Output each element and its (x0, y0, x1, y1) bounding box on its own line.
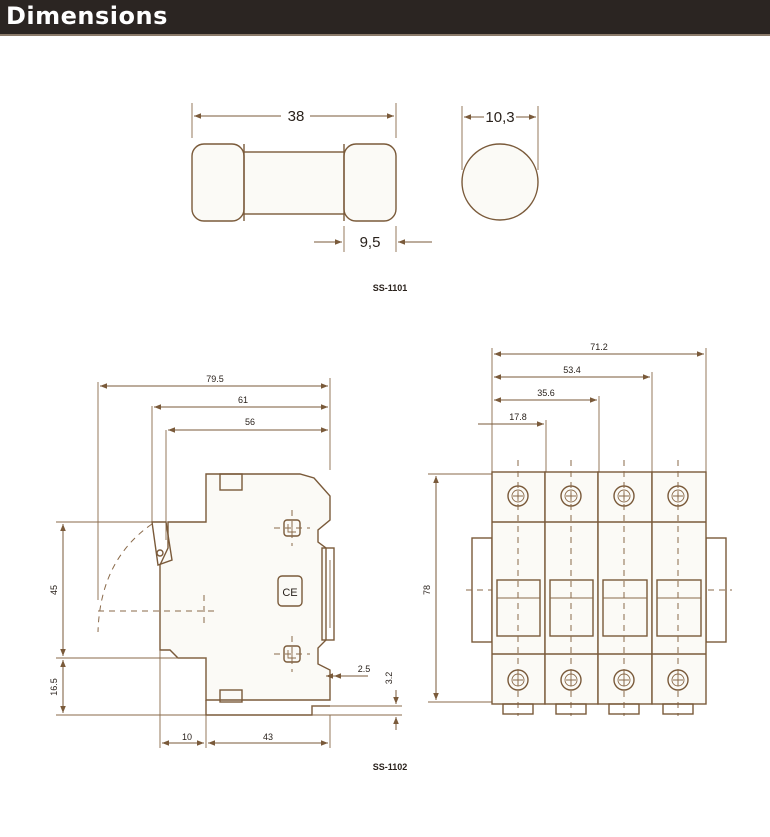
fuse-diameter-label: 10,3 (485, 109, 514, 126)
fuse-caption: SS-1101 (373, 283, 408, 293)
breaker-front-view: 71.2 53.4 35.6 17.8 78 (422, 342, 732, 716)
toggle-lever (151, 521, 173, 566)
breaker-side-body (159, 473, 331, 701)
side-depth-mid-label: 61 (238, 395, 248, 405)
fuse-end-view (461, 143, 539, 221)
page-title: Dimensions (6, 2, 168, 30)
lever-arc (97, 523, 153, 633)
fuse-body (239, 151, 349, 215)
breaker-side-view: 79.5 61 56 CE (49, 374, 407, 772)
svg-text:CE: CE (282, 587, 297, 599)
pole-1 (491, 460, 546, 716)
fuse-length-label: 38 (288, 108, 305, 125)
fuse-right-cap (343, 143, 397, 222)
side-rail-width-label: 43 (263, 732, 273, 742)
pole-3 (597, 460, 653, 716)
side-height-upper-label: 45 (49, 585, 59, 595)
front-width-1pole-label: 17.8 (509, 412, 527, 422)
front-width-4pole-label: 71.2 (590, 342, 608, 352)
breaker-caption: SS-1102 (373, 762, 408, 772)
side-rail-offset-label: 10 (182, 732, 192, 742)
pole-2 (544, 460, 599, 716)
side-depth-inner-label: 56 (245, 417, 255, 427)
pole-4 (651, 460, 707, 716)
front-width-2pole-label: 35.6 (537, 388, 555, 398)
fuse-drawing: 38 9,5 10,3 SS-1101 (191, 103, 539, 293)
side-clip-gap-label: 2.5 (358, 664, 371, 674)
top-notch (219, 473, 243, 491)
side-clip-height-label: 3.2 (384, 672, 394, 685)
fuse-cap-length-label: 9,5 (360, 234, 381, 251)
side-height-lower-label: 16.5 (49, 678, 59, 696)
ce-mark-icon (277, 575, 303, 607)
header-bar: Dimensions (0, 0, 770, 36)
front-width-3pole-label: 53.4 (563, 365, 581, 375)
front-height-label: 78 (422, 585, 432, 595)
bottom-notch (219, 689, 243, 703)
side-depth-total-label: 79.5 (206, 374, 224, 384)
fuse-left-cap (191, 143, 245, 222)
din-rail-clip (321, 547, 335, 641)
